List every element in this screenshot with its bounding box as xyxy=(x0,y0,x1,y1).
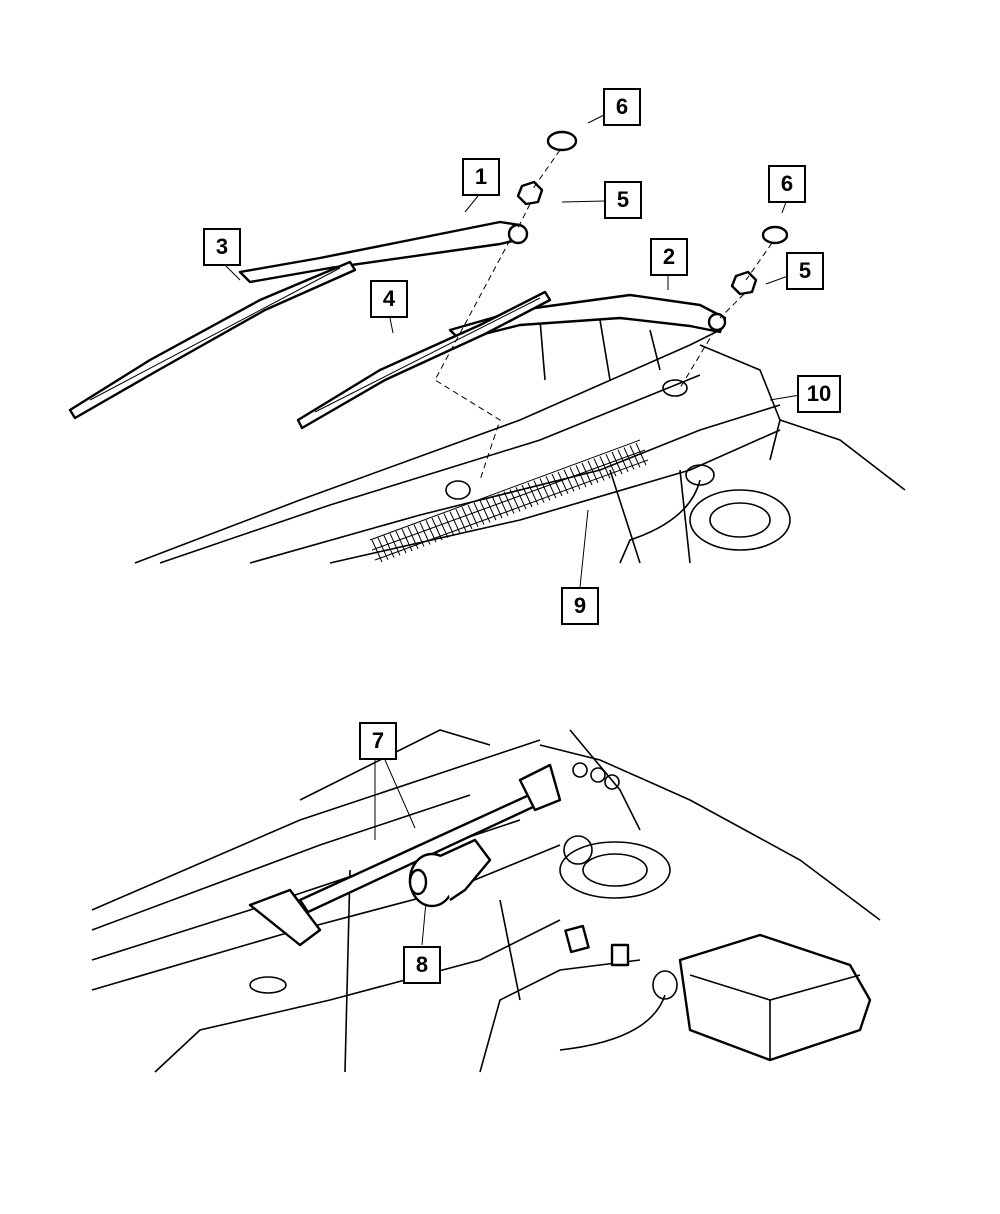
grille-slat xyxy=(563,469,575,492)
cowl-body-upper xyxy=(134,319,906,564)
grille-slat xyxy=(371,539,383,563)
grille-slat xyxy=(509,489,521,512)
grille-slat xyxy=(401,528,413,552)
callout-4: 4 xyxy=(370,280,408,318)
grille-slat xyxy=(515,486,527,510)
grille-slat xyxy=(569,467,581,490)
cap-right xyxy=(761,225,789,245)
grille-slat xyxy=(473,502,485,525)
grille-slat xyxy=(611,451,623,475)
grille-slat xyxy=(491,495,503,519)
grille-slat xyxy=(635,442,647,466)
grille-slat xyxy=(599,456,611,479)
grille-slat xyxy=(407,526,419,550)
grille-slat xyxy=(629,445,641,468)
callout-8: 8 xyxy=(403,946,441,984)
grille-slat xyxy=(461,506,473,530)
grille-slat xyxy=(485,497,497,521)
wiper-arm-left xyxy=(238,220,529,284)
grille-slat xyxy=(377,537,389,561)
grille-slat xyxy=(575,464,587,488)
grille-slat xyxy=(587,460,599,484)
grille-slat xyxy=(479,500,491,523)
grille-slat xyxy=(437,515,449,539)
callout-1: 1 xyxy=(462,158,500,196)
cap-left xyxy=(546,130,578,152)
callout-7: 7 xyxy=(359,722,397,760)
grille-slat xyxy=(497,493,509,517)
grille-slat xyxy=(443,513,455,536)
grille-slat xyxy=(455,508,467,532)
nut-right xyxy=(730,270,758,296)
callout-5-right: 5 xyxy=(786,252,824,290)
grille-slat xyxy=(545,475,557,499)
grille-slat xyxy=(413,524,425,547)
wiper-blade-right xyxy=(296,290,552,430)
grille-slat xyxy=(419,522,431,545)
grille-slat xyxy=(533,480,545,503)
cowl-body-lower xyxy=(91,729,881,1073)
grille-slat xyxy=(539,478,551,501)
grille-slat xyxy=(395,530,407,554)
grille-slat xyxy=(605,453,617,477)
connector xyxy=(564,924,630,967)
grille-slat xyxy=(503,491,515,514)
callout-6-left: 6 xyxy=(603,88,641,126)
wiper-blade-left xyxy=(68,260,357,420)
grille-slat xyxy=(557,471,569,495)
callout-10: 10 xyxy=(797,375,841,413)
callout-5-left: 5 xyxy=(604,181,642,219)
grille-slat xyxy=(617,449,629,473)
fuse-box xyxy=(678,933,872,1062)
leader-lines xyxy=(224,113,801,946)
callout-9: 9 xyxy=(561,587,599,625)
grille-slat xyxy=(383,535,395,558)
grille-slat xyxy=(527,482,539,506)
grille-slat xyxy=(521,484,533,508)
wiper-linkage xyxy=(248,763,562,947)
grille-slat xyxy=(431,517,443,541)
wiper-arm-right xyxy=(448,293,727,342)
nut-left xyxy=(516,180,544,206)
grille-slat xyxy=(551,473,563,497)
callout-6-right: 6 xyxy=(768,165,806,203)
callout-2: 2 xyxy=(650,238,688,276)
grille-slat xyxy=(425,519,437,543)
wiper-motor xyxy=(408,838,492,908)
grille-slat xyxy=(449,511,461,534)
cowl-grille xyxy=(369,439,649,563)
grille-slat xyxy=(467,504,479,528)
callout-3: 3 xyxy=(203,228,241,266)
grille-slat xyxy=(623,447,635,470)
grille-slat xyxy=(581,462,593,486)
grille-slat xyxy=(593,458,605,481)
grille-slat xyxy=(389,533,401,556)
